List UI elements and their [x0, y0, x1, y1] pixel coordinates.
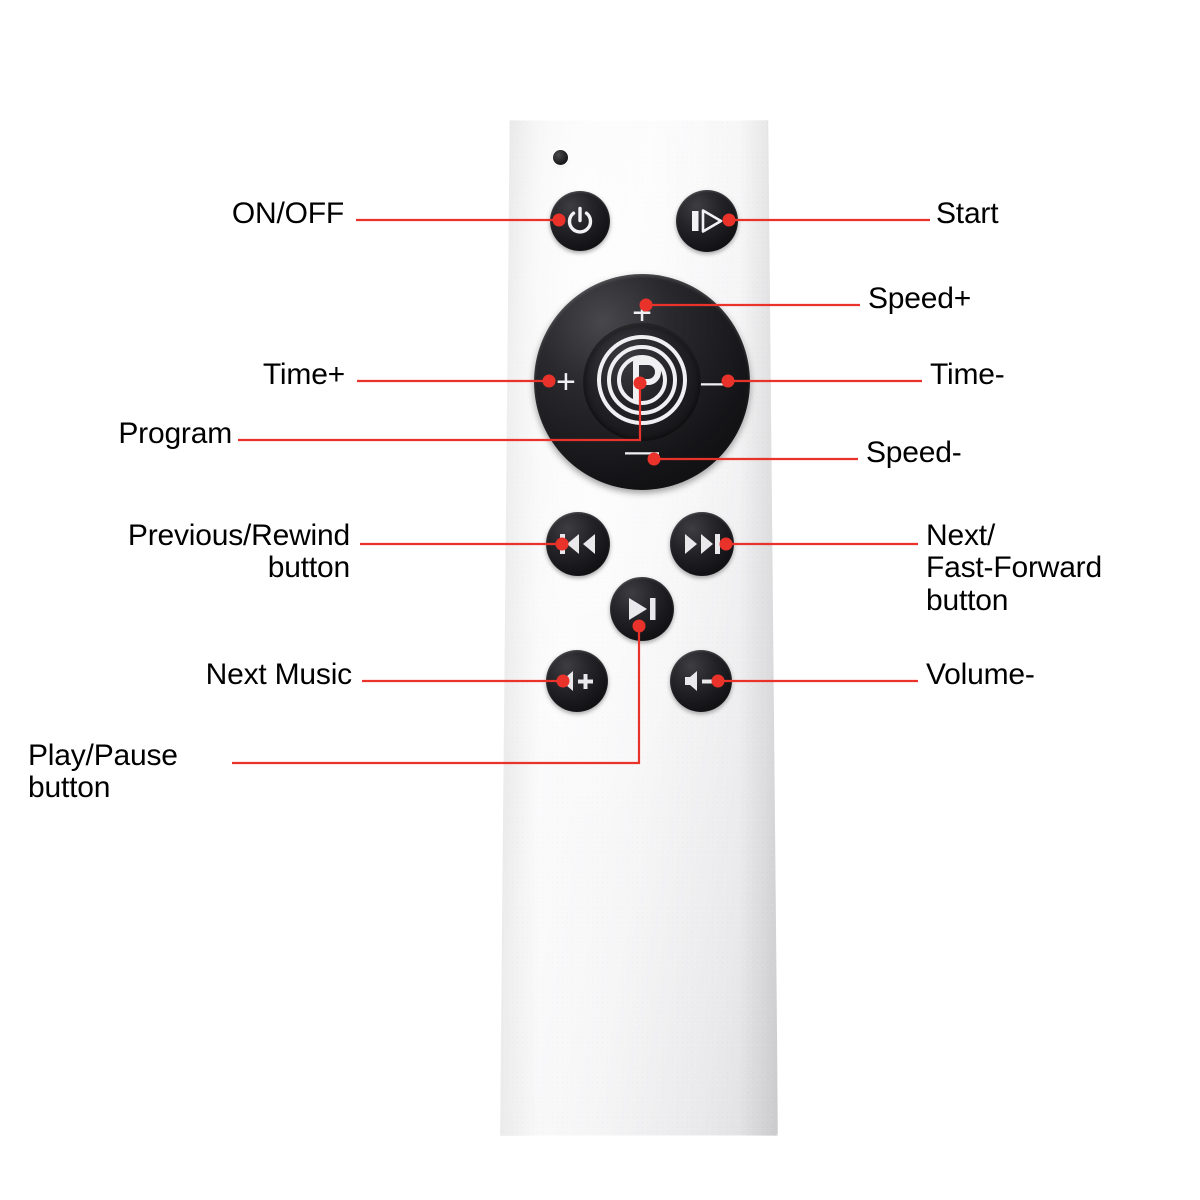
volume-down-icon — [682, 668, 720, 694]
next-icon — [682, 531, 722, 557]
next-fast-forward-button[interactable] — [670, 512, 734, 576]
callout-speed-plus: Speed+ — [868, 282, 972, 315]
ir-led-icon — [553, 150, 568, 165]
callout-next-music: Next Music — [205, 658, 353, 691]
volume-down-button[interactable] — [670, 650, 732, 712]
callout-speed-minus: Speed- — [866, 436, 962, 469]
callout-play-pause: Play/Pause button — [28, 739, 178, 805]
callout-previous-rewind: Previous/Rewind button — [127, 519, 350, 585]
callout-program: Program — [118, 417, 232, 450]
program-button[interactable] — [583, 323, 701, 441]
dial-time-up-button[interactable]: + — [556, 363, 576, 401]
previous-icon — [558, 531, 598, 557]
start-button[interactable] — [676, 190, 738, 252]
callout-on-off: ON/OFF — [231, 197, 344, 230]
navigation-dial[interactable]: + + — — — [534, 274, 750, 490]
callout-time-minus: Time- — [930, 358, 1005, 391]
power-button[interactable] — [550, 191, 610, 251]
start-icon — [689, 206, 725, 236]
play-pause-button[interactable] — [610, 577, 674, 641]
callout-time-plus: Time+ — [262, 358, 345, 391]
previous-rewind-button[interactable] — [546, 512, 610, 576]
callout-next-fast-forward: Next/ Fast-Forward button — [926, 519, 1102, 617]
program-p-icon — [594, 332, 690, 433]
volume-up-icon — [558, 668, 596, 694]
callout-volume-minus: Volume- — [926, 658, 1035, 691]
play-pause-icon — [625, 595, 659, 623]
callout-start: Start — [936, 197, 999, 230]
volume-up-button[interactable] — [546, 650, 608, 712]
power-icon — [563, 204, 597, 238]
